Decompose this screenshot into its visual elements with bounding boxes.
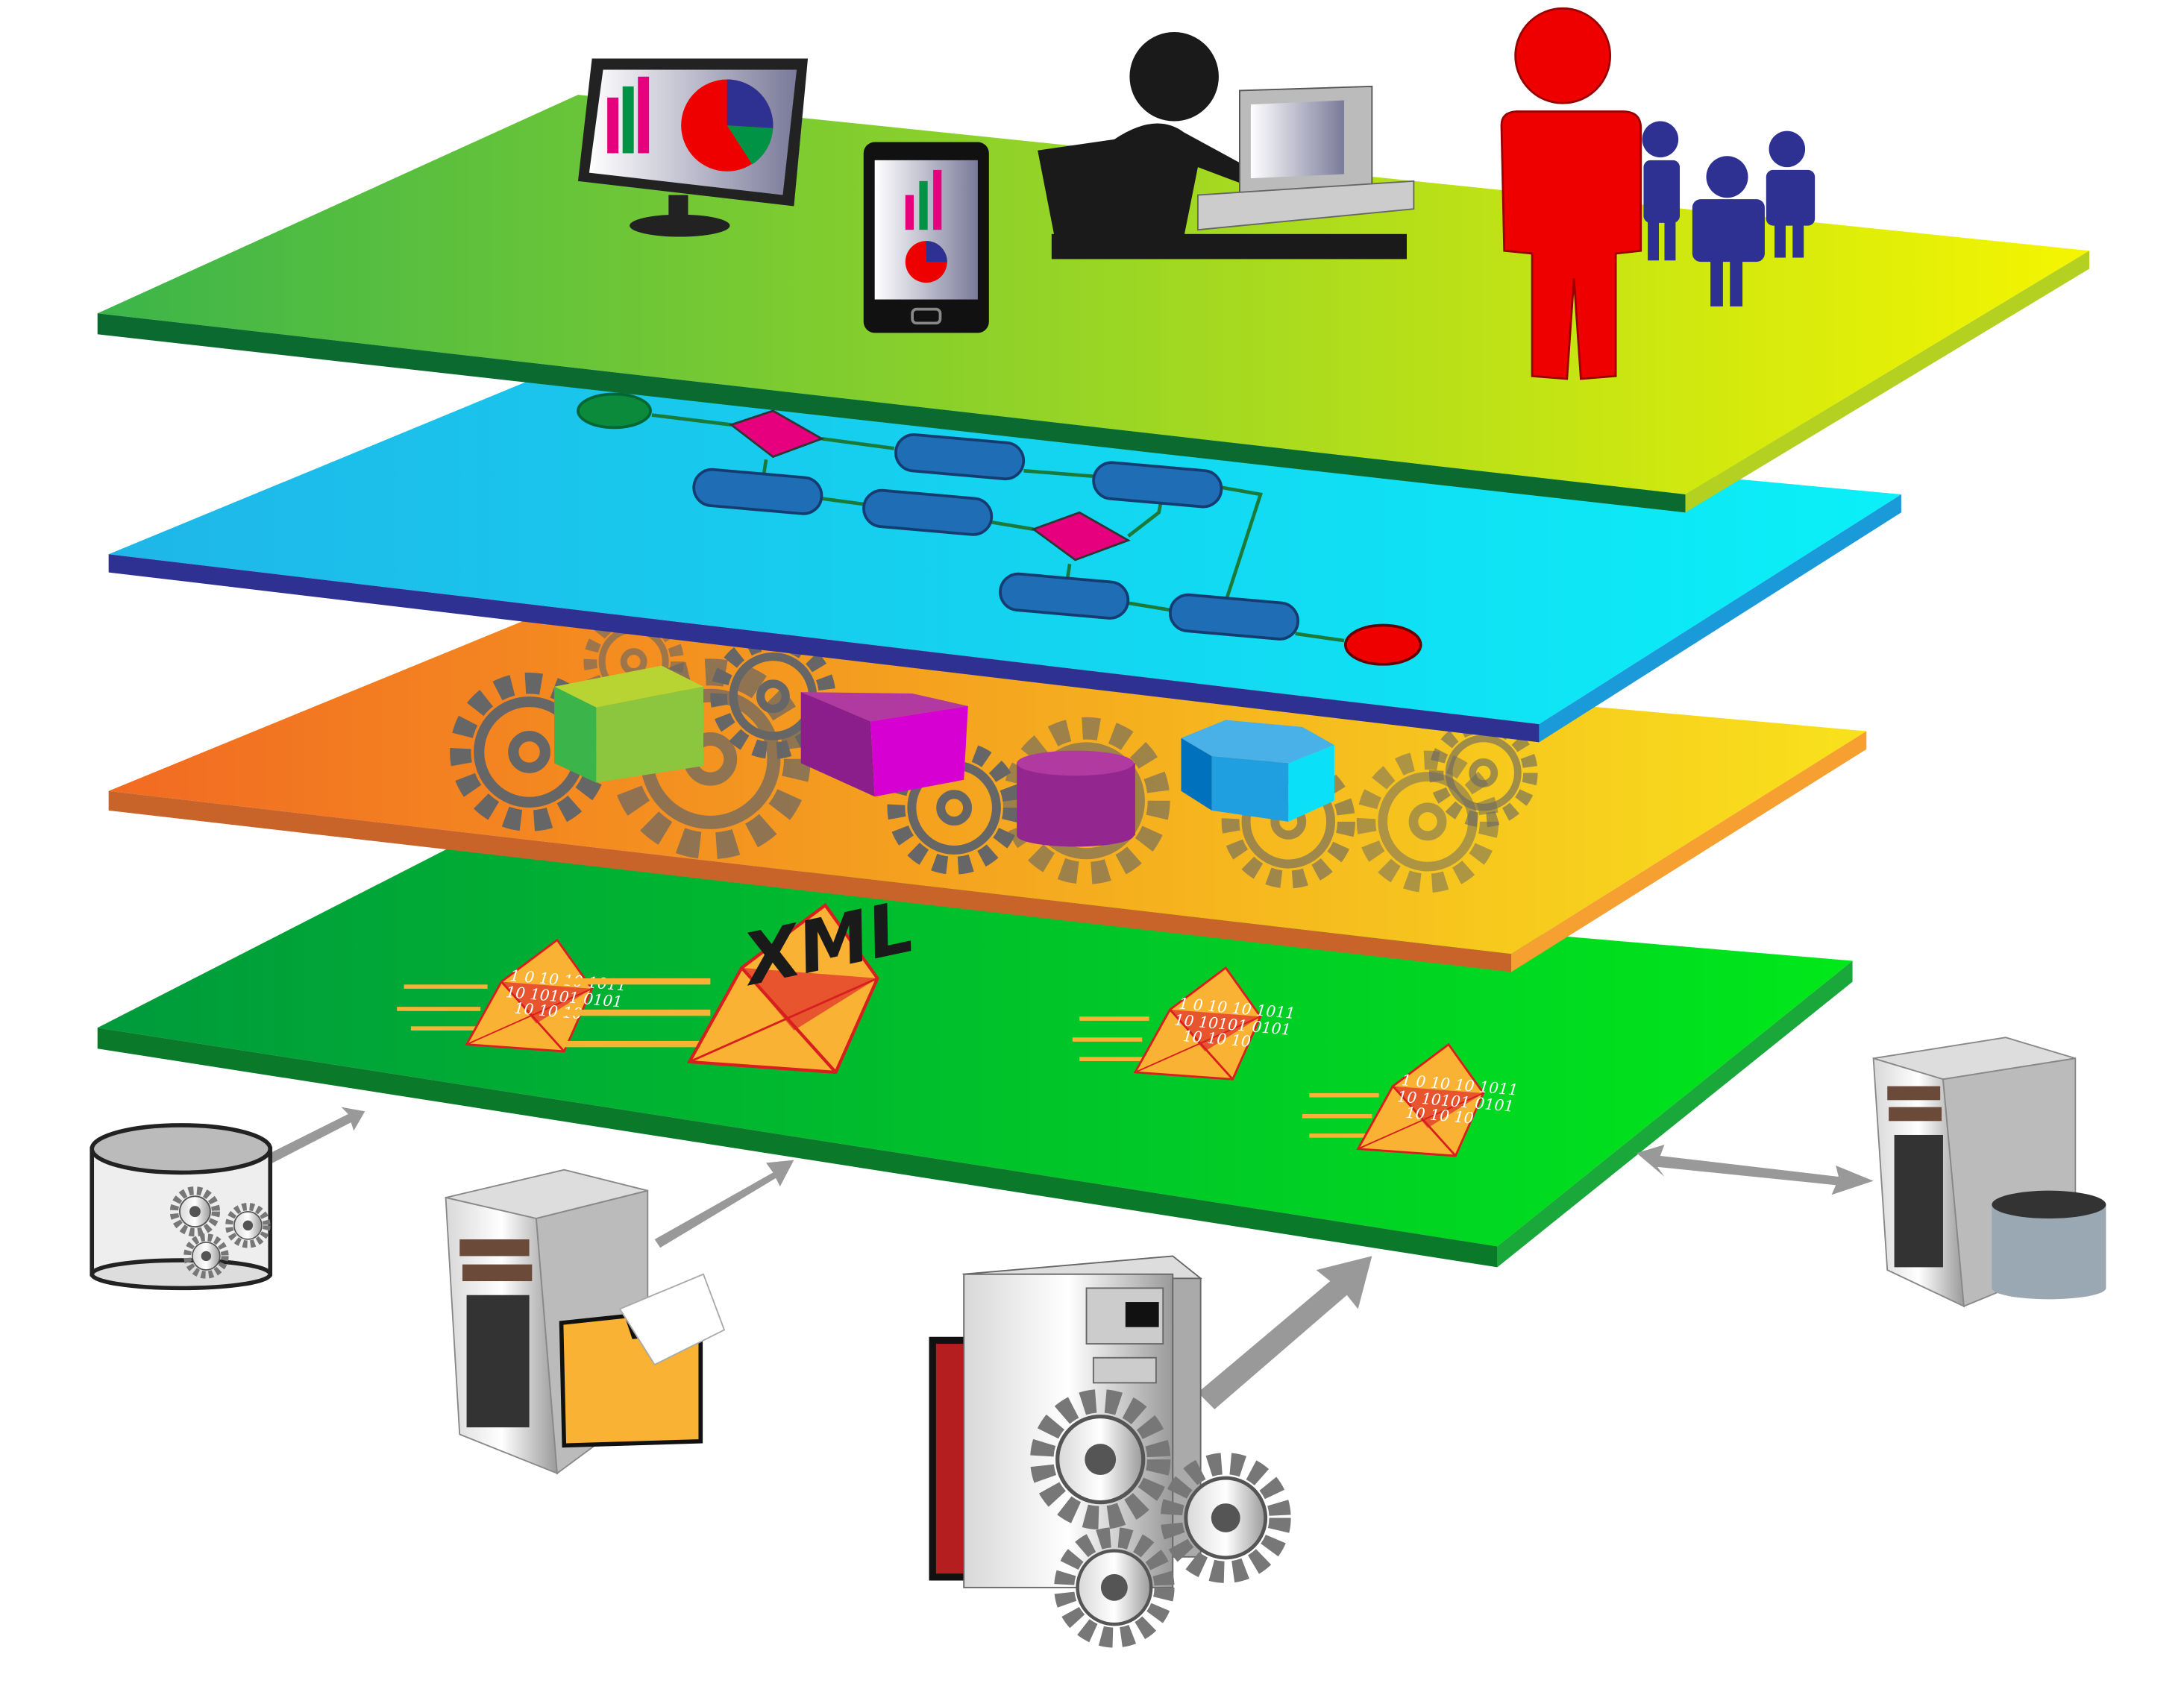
cube-icon [554,665,704,783]
cylinder-icon [1017,750,1135,847]
flowchart-decision-node [1031,511,1131,562]
server-database-icon [1872,1037,2106,1308]
flowchart-start-node [577,392,652,430]
smartphone-chart-icon [863,142,989,333]
server-folder-icon [445,1169,726,1475]
envelope-icon: 1 0 10 10 1011 10 10101 0101 10 10 10 [1072,966,1296,1081]
connection-arrows [264,1107,1874,1409]
user-group-icon [1500,7,1816,380]
mainframe-gears-icon [929,1255,1281,1638]
flowchart-decision-node [729,409,825,459]
flowchart-icon [651,413,1345,643]
person-at-computer-icon [1038,32,1415,260]
prism-icon [800,692,968,797]
monitor-chart-icon [577,58,809,237]
database-gears-icon [90,1123,273,1291]
presentation-layer [97,7,2090,513]
flowchart-process-node [692,433,1300,641]
hexagon-icon [1181,720,1334,822]
flowchart-end-node [1343,623,1422,666]
